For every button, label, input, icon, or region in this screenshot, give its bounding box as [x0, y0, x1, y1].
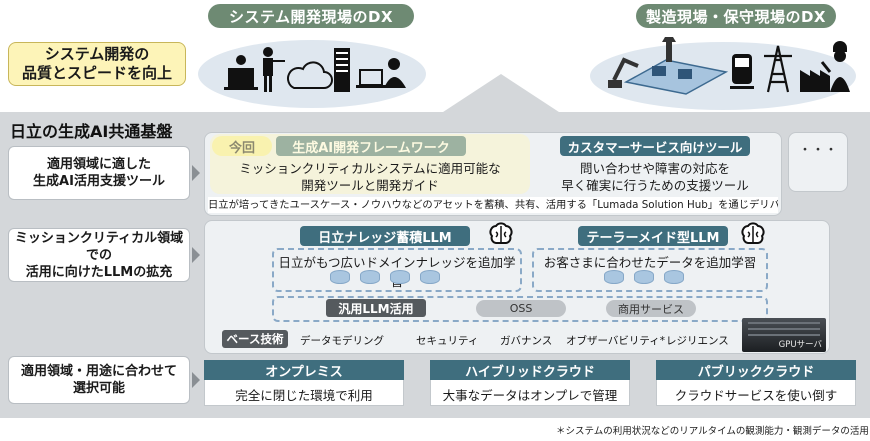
- database-icon: [420, 270, 440, 284]
- factory-line-icon: [623, 37, 729, 95]
- tech-resilience: レジリエンス: [666, 335, 729, 347]
- deploy-hybrid-title: ハイブリッドクラウド: [430, 360, 630, 380]
- maintenance-worker-icon: [820, 41, 850, 92]
- platform-title: 日立の生成AI共通基盤: [10, 122, 173, 141]
- tailor-llm-desc: お客さまに合わせたデータを追加学習: [543, 255, 757, 270]
- manufacturing-scene-icons: [608, 37, 850, 95]
- pill-system-dev-dx: システム開発現場のDX: [208, 4, 414, 28]
- cs-desc-line2: 早く確実に行うための支援ツール: [561, 178, 749, 193]
- row1-label-line2: 生成AI活用支援ツール: [33, 174, 165, 189]
- server-rack-icon: [334, 48, 350, 92]
- footnote: ＊システムの利用状況などのリアルタイムの観測能力・観測データの活用: [556, 426, 869, 437]
- customer-service-title: カスタマーサービス向けツール: [560, 136, 750, 156]
- tech-observability: オブザーバビリティ*: [566, 335, 666, 347]
- presenter-icon: [263, 47, 285, 92]
- row3-label-line2: 選択可能: [72, 381, 125, 396]
- desk-worker-icon: [224, 55, 258, 90]
- row3-arrow: [192, 372, 200, 388]
- database-icon: [360, 270, 380, 284]
- row2-label-line2: 活用に向けたLLMの拡充: [25, 264, 173, 280]
- database-icon: [604, 270, 624, 284]
- dev-scene-icons: [224, 47, 406, 92]
- general-llm-box: [272, 296, 768, 322]
- delivery-note: 日立が培ってきたユースケース・ノウハウなどのアセットを蓄積、共有、活用する「Lu…: [208, 197, 778, 213]
- laptop-user-icon: [356, 58, 406, 88]
- gpu-server-label: GPUサーバ: [778, 340, 822, 350]
- framework-highlight: [210, 134, 530, 194]
- tailor-db-stack: [604, 270, 704, 284]
- platform-roof: [440, 74, 562, 114]
- quality-speed-callout: システム開発の 品質とスピードを向上: [8, 42, 186, 86]
- base-tech-label: ベース技術: [222, 330, 288, 348]
- tailor-brain-icon: [741, 222, 765, 244]
- knowledge-db-stack: [330, 270, 460, 284]
- knowledge-llm-title: 日立ナレッジ蓄積LLM: [300, 226, 470, 246]
- framework-desc-line1: ミッションクリティカルシステムに適用可能な: [239, 161, 501, 176]
- more-tools-box: ・・・: [788, 132, 848, 192]
- callout-line2: 品質とスピードを向上: [21, 64, 172, 82]
- tailor-llm-box: [532, 248, 768, 292]
- database-icon: [330, 270, 350, 284]
- row2-arrow: [192, 247, 200, 263]
- database-icon: [664, 270, 684, 284]
- framework-desc-line2: 開発ツールと開発ガイド: [301, 178, 439, 193]
- robot-arm-icon: [608, 57, 639, 88]
- general-llm-title: 汎用LLM活用: [326, 299, 426, 317]
- deploy-onprem-desc: 完全に閉じた環境で利用: [235, 388, 373, 403]
- knowledge-brain-icon: [489, 222, 513, 244]
- knowledge-llm-box: [272, 248, 522, 292]
- row3-label: 適用領域・用途に合わせて 選択可能: [8, 356, 190, 404]
- oss-pill: OSS: [476, 300, 566, 317]
- customer-service-desc: 問い合わせや障害の対応を 早く確実に行うための支援ツール: [550, 160, 760, 194]
- commercial-service-pill: 商用サービス: [606, 300, 696, 317]
- row1-label: 適用領域に適した 生成AI活用支援ツール: [8, 146, 190, 200]
- tailor-llm-title: テーラーメイド型LLM: [578, 226, 728, 246]
- deploy-hybrid-desc: 大事なデータはオンプレで管理: [442, 388, 618, 403]
- row2-label-line1: ミッションクリティカル領域での: [14, 230, 184, 263]
- database-icon: [390, 270, 410, 284]
- framework-desc: ミッションクリティカルシステムに適用可能な 開発ツールと開発ガイド: [220, 160, 520, 194]
- train-icon: [730, 54, 754, 89]
- row1-arrow: [192, 165, 200, 181]
- tech-governance: ガバナンス: [500, 335, 553, 347]
- power-tower-icon: [764, 45, 792, 93]
- tech-data-modeling: データモデリング: [300, 335, 384, 347]
- pill-manufacturing-dx: 製造現場・保守現場のDX: [636, 4, 836, 28]
- row3-label-line1: 適用領域・用途に合わせて: [20, 364, 177, 379]
- database-icon: [634, 270, 654, 284]
- tech-security: セキュリティ: [416, 335, 479, 347]
- row1-label-line1: 適用領域に適した: [46, 157, 151, 172]
- factory-icon: [800, 70, 830, 92]
- row2-label: ミッションクリティカル領域での 活用に向けたLLMの拡充: [8, 228, 190, 282]
- cloud-icon: [287, 61, 333, 89]
- deploy-public-desc: クラウドサービスを使い倒す: [674, 388, 838, 403]
- deploy-onprem-title: オンプレミス: [204, 360, 404, 380]
- gpu-server-image: GPUサーバ: [742, 318, 826, 352]
- cs-desc-line1: 問い合わせや障害の対応を: [579, 161, 730, 176]
- deploy-public-title: パブリッククラウド: [656, 360, 856, 380]
- callout-line1: システム開発の: [44, 45, 150, 63]
